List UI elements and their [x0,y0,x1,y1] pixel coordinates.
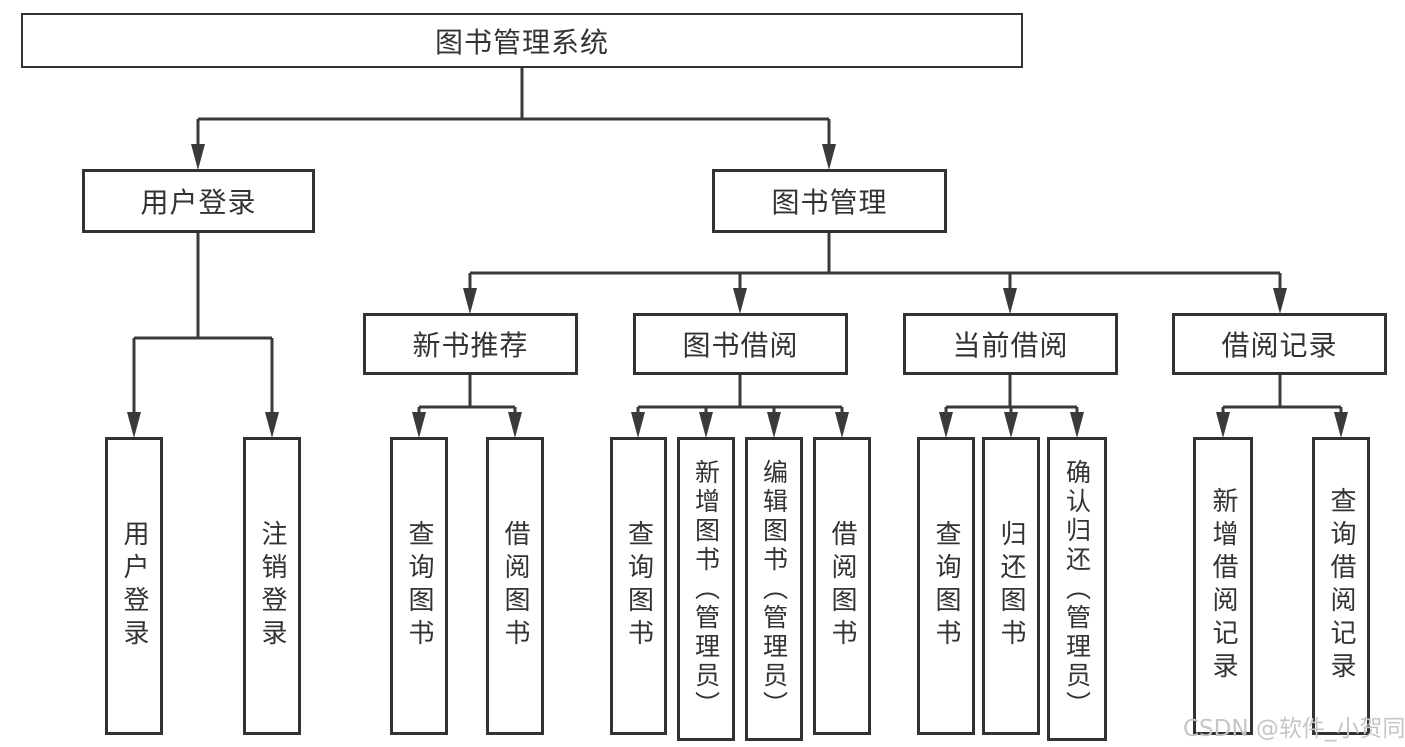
leaf-query-book-current: 查询图书 [917,437,975,735]
node-library-management-system: 图书管理系统 [21,13,1023,68]
leaf-query-book-recommend: 查询图书 [390,437,448,735]
leaf-return-book: 归还图书 [982,437,1040,735]
leaf-add-book-admin: 新增图书（管理员） [677,437,735,741]
leaf-edit-book-admin: 编辑图书（管理员） [745,437,803,741]
leaf-add-borrow-record: 新增借阅记录 [1193,437,1253,735]
node-user-login: 用户登录 [82,169,315,233]
node-borrow-record: 借阅记录 [1172,313,1387,375]
leaf-user-login: 用户登录 [105,437,163,735]
node-new-book-recommend: 新书推荐 [363,313,578,375]
node-book-management: 图书管理 [712,169,947,233]
leaf-logout: 注销登录 [243,437,301,735]
leaf-query-borrow-record: 查询借阅记录 [1312,437,1370,735]
leaf-borrow-book: 借阅图书 [813,437,871,735]
leaf-confirm-return-admin: 确认归还（管理员） [1047,437,1107,741]
leaf-query-book-borrow: 查询图书 [610,437,667,735]
leaf-borrow-book-recommend: 借阅图书 [486,437,544,735]
csdn-watermark: CSDN @软件_小贺同学 [1183,716,1405,742]
node-current-borrow: 当前借阅 [903,313,1118,375]
node-book-borrow: 图书借阅 [633,313,848,375]
